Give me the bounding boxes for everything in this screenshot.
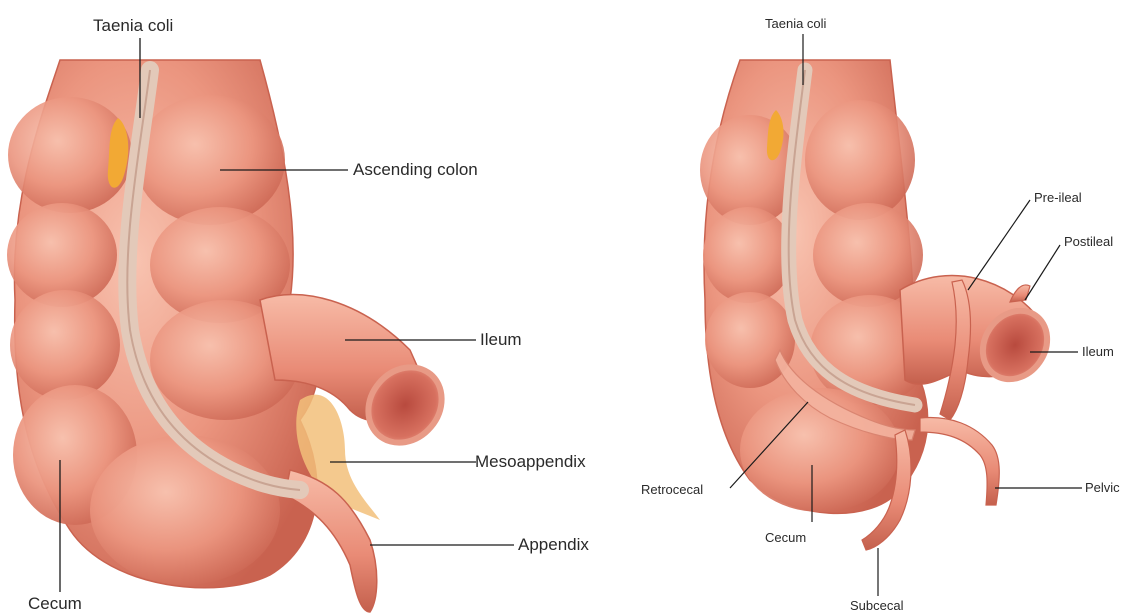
label-right-ileum: Ileum — [1082, 344, 1114, 359]
label-right-cecum: Cecum — [765, 530, 806, 545]
label-pre-ileal: Pre-ileal — [1034, 190, 1082, 205]
label-right-taenia-coli: Taenia coli — [765, 16, 826, 31]
label-appendix: Appendix — [518, 535, 589, 555]
left-haustrum — [135, 95, 285, 225]
right-postileal-appendix — [1010, 285, 1030, 302]
label-postileal: Postileal — [1064, 234, 1113, 249]
label-retrocecal: Retrocecal — [641, 482, 703, 497]
label-left-taenia-coli: Taenia coli — [93, 16, 173, 36]
label-left-cecum: Cecum — [28, 594, 82, 614]
left-colon-illustration — [7, 60, 457, 612]
leader-right-postileal — [1025, 245, 1060, 300]
label-left-ileum: Ileum — [480, 330, 522, 350]
label-pelvic: Pelvic — [1085, 480, 1120, 495]
right-haustrum — [805, 100, 915, 220]
left-haustrum — [10, 290, 120, 400]
right-colon-illustration — [700, 60, 1060, 550]
label-subcecal: Subcecal — [850, 598, 903, 613]
label-mesoappendix: Mesoappendix — [475, 452, 586, 472]
left-haustrum — [90, 435, 280, 585]
right-pelvic-appendix — [920, 417, 999, 505]
leader-right-pre-ileal — [968, 200, 1030, 290]
right-haustrum — [703, 207, 793, 303]
label-ascending-colon: Ascending colon — [353, 160, 478, 180]
